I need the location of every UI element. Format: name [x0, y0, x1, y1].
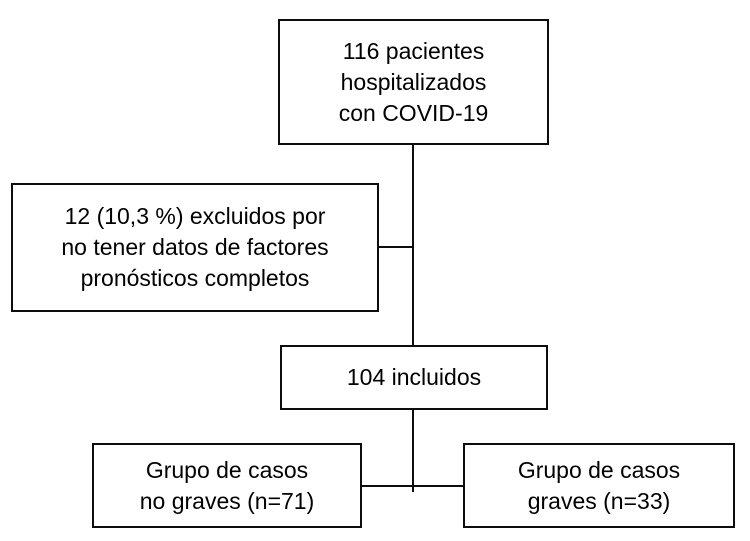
box-line: 12 (10,3 %) excluidos por — [64, 203, 326, 229]
flow-box-total-patients: 116 pacientes hospitalizados con COVID-1… — [278, 19, 549, 145]
box-line: Grupo de casos — [145, 456, 309, 483]
connector-split-horizontal — [362, 485, 463, 487]
box-line: Grupo de casos — [517, 456, 681, 483]
flow-box-excluded: 12 (10,3 %) excluidos por no tener datos… — [11, 183, 379, 312]
connector-total-to-included — [412, 145, 414, 345]
box-line: hospitalizados — [340, 68, 487, 95]
flow-box-included: 104 incluidos — [280, 345, 548, 410]
box-line: no graves (n=71) — [139, 487, 315, 514]
box-line: 104 incluidos — [346, 364, 482, 390]
box-line: no tener datos de factores — [61, 234, 329, 260]
box-line: graves (n=33) — [527, 487, 671, 514]
box-line: 116 pacientes — [342, 37, 485, 64]
connector-included-to-split — [412, 410, 414, 492]
flow-box-non-severe-group: Grupo de casos no graves (n=71) — [92, 443, 362, 528]
connector-excluded-branch — [379, 246, 413, 248]
box-line: pronósticos completos — [80, 265, 310, 291]
box-line: con COVID-19 — [338, 99, 489, 126]
flow-box-severe-group: Grupo de casos graves (n=33) — [463, 443, 735, 528]
